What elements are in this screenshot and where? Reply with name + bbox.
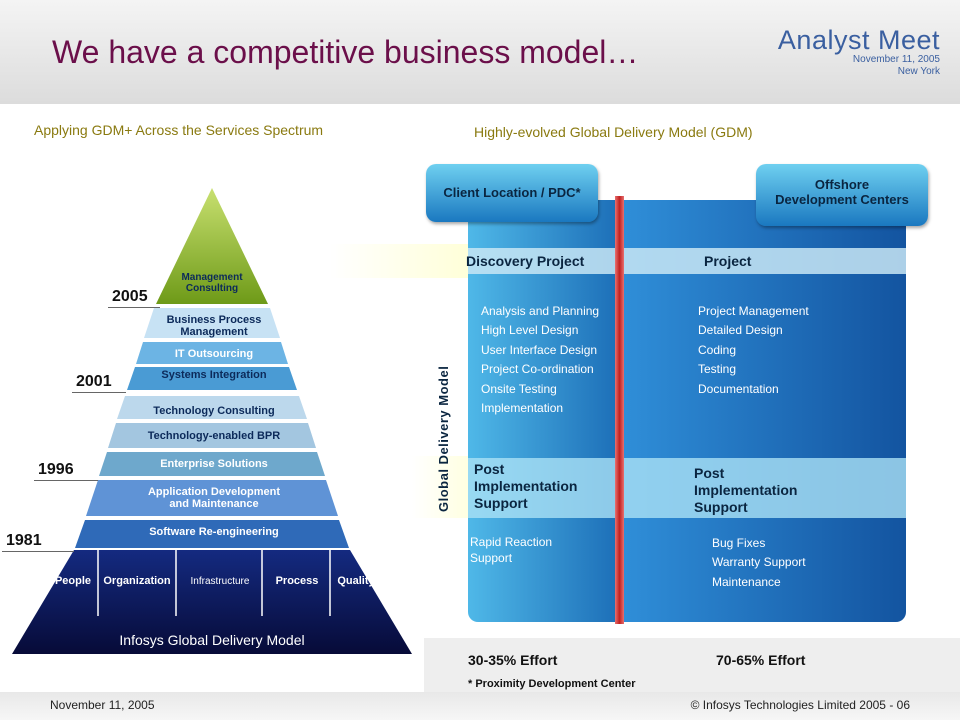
list-item: User Interface Design xyxy=(481,342,598,357)
label-technology-consulting: Technology Consulting xyxy=(153,405,275,417)
page-title: We have a competitive business model… xyxy=(52,34,639,70)
pyramid-base xyxy=(12,550,412,654)
pillar-organization: Organization xyxy=(103,575,171,587)
year-2001: 2001 xyxy=(76,373,112,390)
pis-word: Support xyxy=(474,495,528,511)
list-item: Rapid Reaction xyxy=(470,535,553,549)
band-bpm xyxy=(144,308,280,338)
offshore-support-list: Bug Fixes Warranty Support Maintenance xyxy=(712,534,806,592)
gdm-vertical-label: Global Delivery Model xyxy=(436,365,451,512)
band-application-development xyxy=(86,480,338,516)
label-it-outsourcing: IT Outsourcing xyxy=(174,348,254,360)
list-item: Maintenance xyxy=(712,574,781,589)
list-item: High Level Design xyxy=(481,323,579,338)
effort-offshore: 70-65% Effort xyxy=(716,652,806,668)
pillar-infrastructure: Infrastructure xyxy=(190,576,250,587)
glow-band-top xyxy=(330,244,470,278)
list-item: Support xyxy=(470,551,513,565)
pis-word: Implementation xyxy=(474,478,578,494)
divider-line xyxy=(615,196,624,624)
label-enterprise-solutions: Enterprise Solutions xyxy=(160,458,268,470)
label-infosys-gdm: Infosys Global Delivery Model xyxy=(119,632,305,648)
right-subtitle: Highly-evolved Global Delivery Model (GD… xyxy=(474,124,753,140)
onsite-activities: Analysis and Planning High Level Design … xyxy=(481,302,599,418)
year-1981: 1981 xyxy=(6,532,42,549)
pis-word: Implementation xyxy=(694,482,798,498)
pis-word: Post xyxy=(474,461,505,477)
pis-word: Support xyxy=(694,499,748,515)
glow-band-bottom xyxy=(412,456,470,518)
label-management-consulting: Management Consulting xyxy=(181,272,243,294)
list-item: Onsite Testing xyxy=(481,381,557,396)
year-1996: 1996 xyxy=(38,461,74,478)
offshore-label-1: Offshore xyxy=(814,177,870,192)
post-implementation-onsite: Post Implementation Support xyxy=(474,461,577,512)
project-header: Project xyxy=(704,253,752,269)
band-technology-consulting xyxy=(117,396,307,419)
offshore-centers-button: Offshore Development Centers xyxy=(756,164,928,226)
footer-bar xyxy=(0,692,960,720)
list-item: Coding xyxy=(698,342,737,357)
effort-area xyxy=(424,638,960,692)
year-line-2001 xyxy=(72,392,126,393)
pillar-process: Process xyxy=(275,575,319,587)
offshore-label-2: Development Centers xyxy=(775,192,909,207)
list-item: Detailed Design xyxy=(698,323,783,338)
list-item: Testing xyxy=(698,362,737,377)
band-software-reengineering xyxy=(75,520,349,548)
label-systems-integration: Systems Integration xyxy=(161,369,267,381)
brand-location: New York xyxy=(897,66,940,77)
list-item: Implementation xyxy=(481,401,564,416)
pis-word: Post xyxy=(694,465,725,481)
pillar-quality: Quality xyxy=(337,575,375,587)
project-row-band xyxy=(468,248,906,274)
band-it-outsourcing xyxy=(136,342,288,364)
list-item: Project Co-ordination xyxy=(481,362,594,377)
year-line-1981 xyxy=(2,551,74,552)
pillar-people: People xyxy=(54,575,92,587)
year-line-1996 xyxy=(34,480,98,481)
label-application-development: Application Development and Maintenance xyxy=(147,486,281,510)
footnote-pdc: * Proximity Development Center xyxy=(468,678,636,690)
header-bar xyxy=(0,0,960,104)
band-management-consulting xyxy=(156,188,268,304)
offshore-activities: Project Management Detailed Design Codin… xyxy=(698,302,809,399)
list-item: Analysis and Planning xyxy=(481,304,600,318)
post-implementation-offshore: Post Implementation Support xyxy=(694,465,797,516)
label-technology-bpr: Technology-enabled BPR xyxy=(147,430,281,442)
band-technology-bpr xyxy=(108,423,316,448)
discovery-project-header: Discovery Project xyxy=(466,253,585,269)
label-software-reengineering: Software Re-engineering xyxy=(149,526,279,538)
brand-title: Analyst Meet xyxy=(777,25,940,55)
year-2005: 2005 xyxy=(112,288,148,305)
onsite-support-list: Rapid Reaction Support xyxy=(470,534,552,566)
year-line-2005 xyxy=(108,307,160,308)
footer-date: November 11, 2005 xyxy=(50,698,155,712)
list-item: Documentation xyxy=(698,381,779,396)
left-subtitle: Applying GDM+ Across the Services Spectr… xyxy=(34,122,324,138)
list-item: Bug Fixes xyxy=(712,536,766,550)
brand-date: November 11, 2005 xyxy=(852,54,940,65)
brand-logo: Analyst Meet November 11, 2005 New York xyxy=(778,26,940,78)
label-business-process-management: Business Process Management xyxy=(166,314,262,338)
band-systems-integration xyxy=(127,367,297,390)
list-item: Project Management xyxy=(698,304,809,318)
support-row-band xyxy=(468,458,906,518)
list-item: Warranty Support xyxy=(712,555,806,570)
footer-copyright: © Infosys Technologies Limited 2005 - 06 xyxy=(690,698,910,712)
client-location-button: Client Location / PDC* xyxy=(426,164,598,222)
effort-onsite: 30-35% Effort xyxy=(468,652,558,668)
band-enterprise-solutions xyxy=(99,452,325,476)
